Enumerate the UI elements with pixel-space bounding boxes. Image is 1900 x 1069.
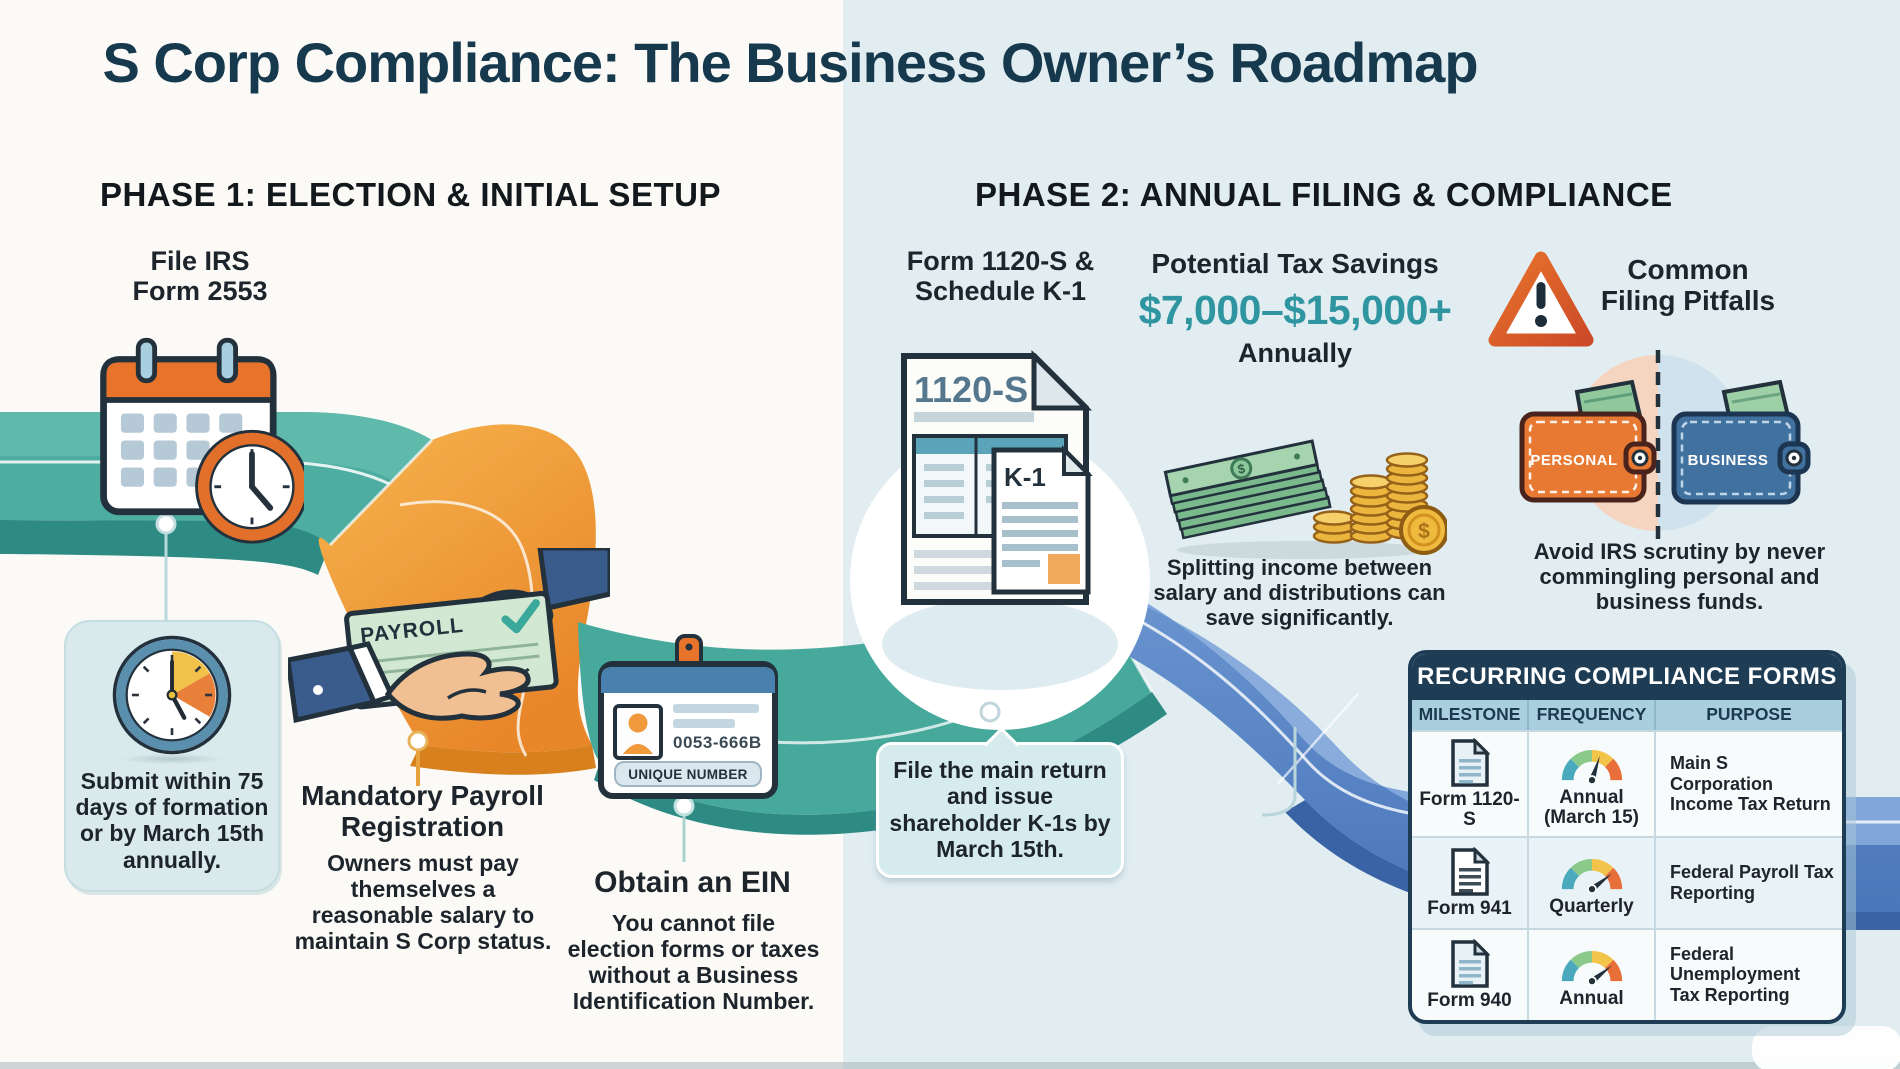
connector-line-savings xyxy=(1261,727,1297,817)
milestone-cell: Form 941 xyxy=(1412,837,1529,928)
money-coins-icon: $ $ xyxy=(1162,404,1449,564)
purpose-cell: Main S Corporation Income Tax Return xyxy=(1670,752,1831,815)
phase2-heading: PHASE 2: ANNUAL FILING & COMPLIANCE xyxy=(975,176,1673,213)
filing-note-bubble: File the main return and issue sharehold… xyxy=(876,726,1124,878)
doc-k1-label: K-1 xyxy=(1004,462,1046,492)
table-header-milestone: MILESTONE xyxy=(1412,700,1529,730)
table-title: RECURRING COMPLIANCE FORMS xyxy=(1412,654,1842,700)
form-document-icon xyxy=(1450,846,1490,896)
clock-shadow xyxy=(102,752,242,766)
step-payroll-body: Owners must pay themselves a reasonable … xyxy=(294,850,552,954)
filing-note-text: File the main return and issue sharehold… xyxy=(889,757,1111,863)
savings-amount: $7,000–$15,000+ xyxy=(1138,287,1452,333)
step-file-irs-title: File IRS Form 2553 xyxy=(132,246,268,307)
ein-badge-icon: 0053-666B UNIQUE NUMBER xyxy=(593,634,783,811)
form-document-icon xyxy=(1450,938,1490,988)
table-row: Form 1120-S Annual (March 15) Main S Cor… xyxy=(1412,730,1842,836)
deadline-clock-icon xyxy=(112,635,232,755)
savings-body: Splitting income between salary and dist… xyxy=(1153,555,1446,630)
coin-dollar-sign: $ xyxy=(1418,520,1430,543)
gauge-icon xyxy=(1561,749,1622,786)
milestone-cell: Form 940 xyxy=(1412,929,1529,1020)
wallet-business-label: BUSINESS xyxy=(1688,452,1769,469)
payroll-handoff-illustration: PAYROLL xyxy=(285,545,613,781)
calendar-clock-icon xyxy=(92,334,309,551)
frequency-cell: Annual (March 15) xyxy=(1529,732,1656,836)
form-1120s-document-icon: 1120-S K-1 xyxy=(898,349,1098,613)
frequency-cell: Quarterly xyxy=(1529,837,1656,928)
milestone-dot-k1 xyxy=(979,701,1001,723)
pitfalls-body: Avoid IRS scrutiny by never commingling … xyxy=(1533,539,1826,614)
wallets-split-icon: PERSONAL BUSINESS xyxy=(1498,350,1823,547)
table-row: Form 940 Annual Federal Unemployment Tax… xyxy=(1412,927,1842,1020)
step-ein-body: You cannot file election forms or taxes … xyxy=(567,910,820,1014)
gauge-icon xyxy=(1561,858,1622,894)
milestone-dot-payroll xyxy=(407,730,429,752)
purpose-cell: Federal Payroll Tax Reporting xyxy=(1670,862,1834,903)
table-row: Form 941 Quarterly Federal Payroll Tax R… xyxy=(1412,835,1842,928)
table-header-frequency: FREQUENCY xyxy=(1529,700,1656,730)
frequency-cell: Annual xyxy=(1529,929,1656,1020)
step-payroll-title: Mandatory Payroll Registration xyxy=(301,780,544,843)
warning-triangle-icon xyxy=(1487,248,1595,355)
ein-badge-number: 0053-666B xyxy=(673,733,762,752)
pitfalls-title: Common Filing Pitfalls xyxy=(1600,254,1776,317)
phase1-heading: PHASE 1: ELECTION & INITIAL SETUP xyxy=(100,176,721,213)
bill-dollar-sign: $ xyxy=(1236,461,1247,477)
milestone-cell: Form 1120-S xyxy=(1412,732,1529,836)
purpose-cell: Federal Unemployment Tax Reporting xyxy=(1670,943,1801,1006)
step-ein-title: Obtain an EIN xyxy=(594,866,791,899)
corner-blob xyxy=(1752,1026,1900,1069)
page-title: S Corp Compliance: The Business Owner’s … xyxy=(102,31,1478,94)
form-document-icon xyxy=(1450,738,1490,787)
wallet-personal-label: PERSONAL xyxy=(1530,452,1617,469)
submit-deadline-note: Submit within 75 days of formation or by… xyxy=(75,768,269,873)
table-header-purpose: PURPOSE xyxy=(1706,704,1792,724)
submit-deadline-card: Submit within 75 days of formation or by… xyxy=(64,620,280,892)
doc-1120s-label: 1120-S xyxy=(914,369,1028,410)
savings-period: Annually xyxy=(1237,338,1352,368)
gauge-icon xyxy=(1561,950,1622,986)
step-filing-title: Form 1120-S & Schedule K-1 xyxy=(906,246,1095,307)
ein-badge-label: UNIQUE NUMBER xyxy=(628,767,747,782)
table-header-row: MILESTONE FREQUENCY PURPOSE xyxy=(1412,700,1842,730)
recurring-compliance-table: RECURRING COMPLIANCE FORMS MILESTONE FRE… xyxy=(1408,650,1846,1024)
savings-title: Potential Tax Savings xyxy=(1151,248,1439,279)
